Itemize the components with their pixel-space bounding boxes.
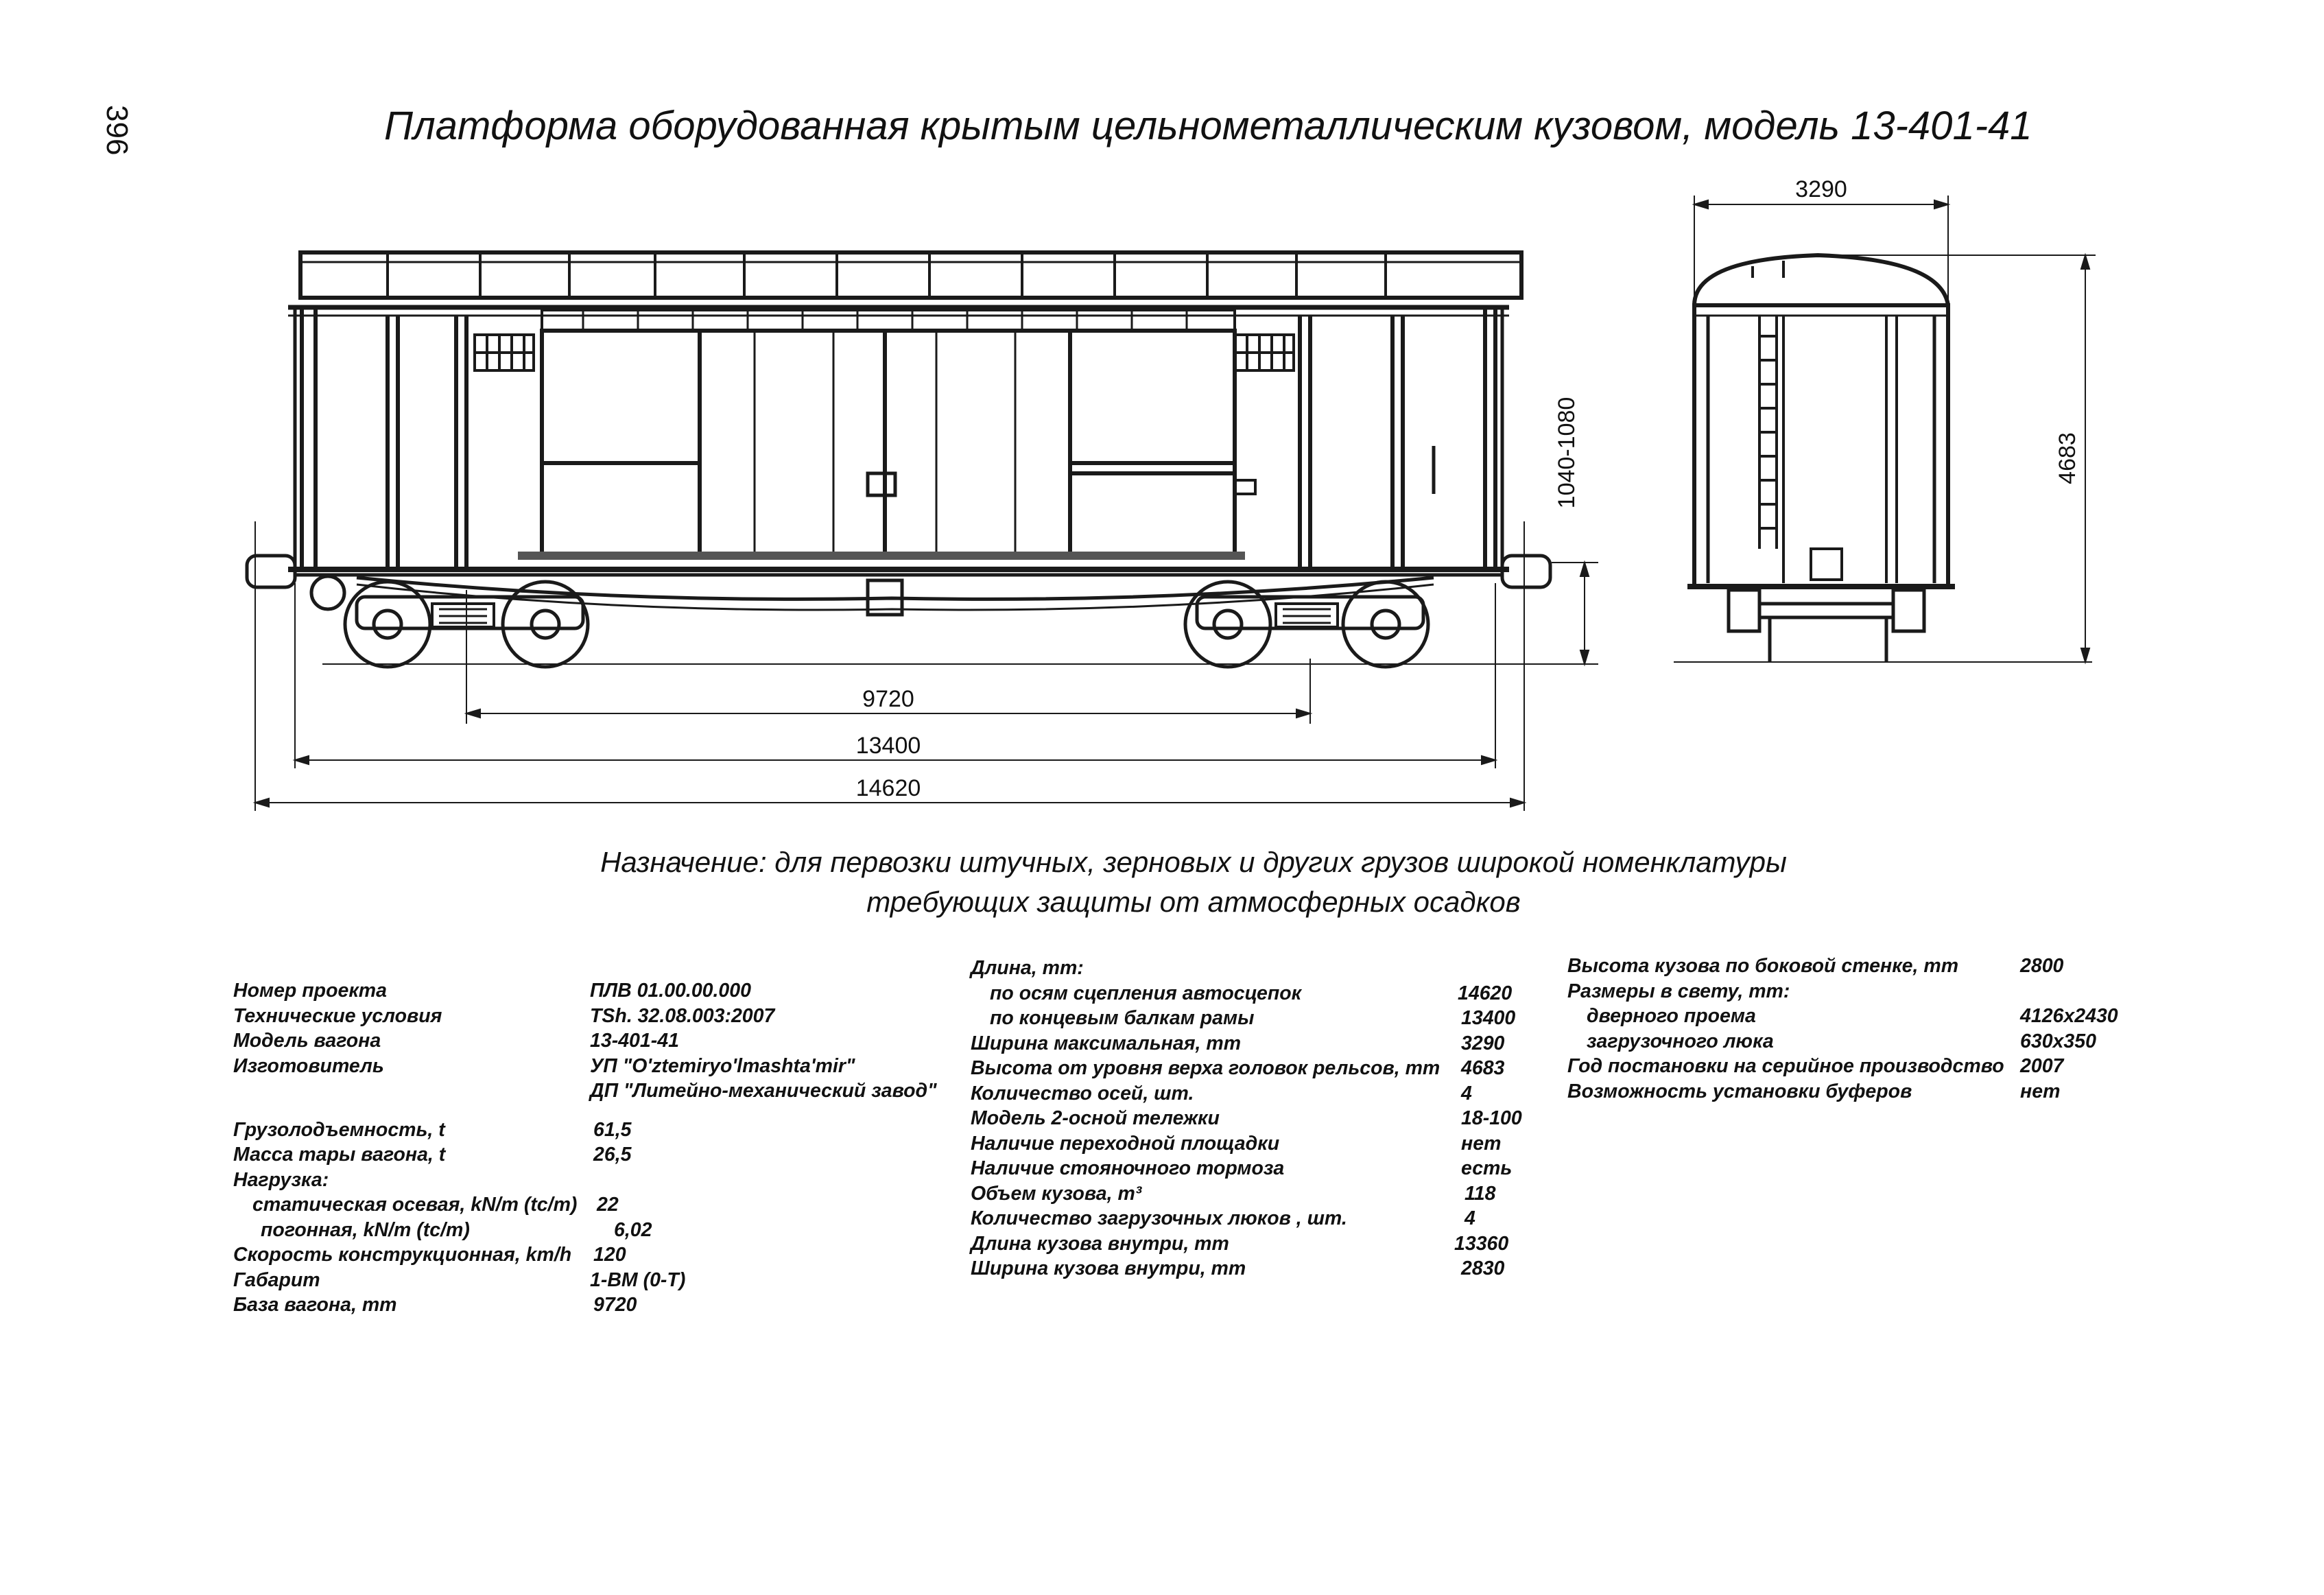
dim-width: 3290 [1795,176,1847,202]
page-title: Платформа оборудованная крытым цельномет… [384,104,2032,148]
side-posts [300,307,1497,569]
side-vent-right [1233,333,1295,372]
dim-frame: 13400 [856,733,921,759]
side-dimensions [252,521,1598,811]
coupler-left [245,554,297,589]
dim-height: 4683 [2054,432,2080,484]
end-view: 3290 4683 [1674,176,2096,665]
dim-base: 9720 [862,686,914,712]
end-bogie [1727,588,1926,662]
dim-coupler-height: 1040-1080 [1554,397,1580,509]
side-vent-left [473,333,535,372]
side-roof [298,250,1523,300]
side-doors [540,329,1237,559]
bogie-left [343,580,590,669]
bogie-right [1183,580,1430,669]
purpose-line-1: Назначение: для первозки штучных, зернов… [600,846,1787,878]
end-body [1692,303,1950,589]
coupler-right [1500,554,1552,589]
end-ladder [1758,316,1778,549]
purpose-line-2: требующих защиты от атмосферных осадков [866,886,1521,918]
end-roof [1692,252,1950,306]
side-view: 9720 13400 14620 1040-1080 [245,250,1598,811]
door-lock [866,471,897,497]
roof-ribs [386,252,1387,298]
purpose-note: Назначение: для первозки штучных, зернов… [480,842,1907,922]
end-dimensions [1692,196,2096,665]
brake-wheel [309,574,346,611]
dim-coupler: 14620 [856,775,921,801]
